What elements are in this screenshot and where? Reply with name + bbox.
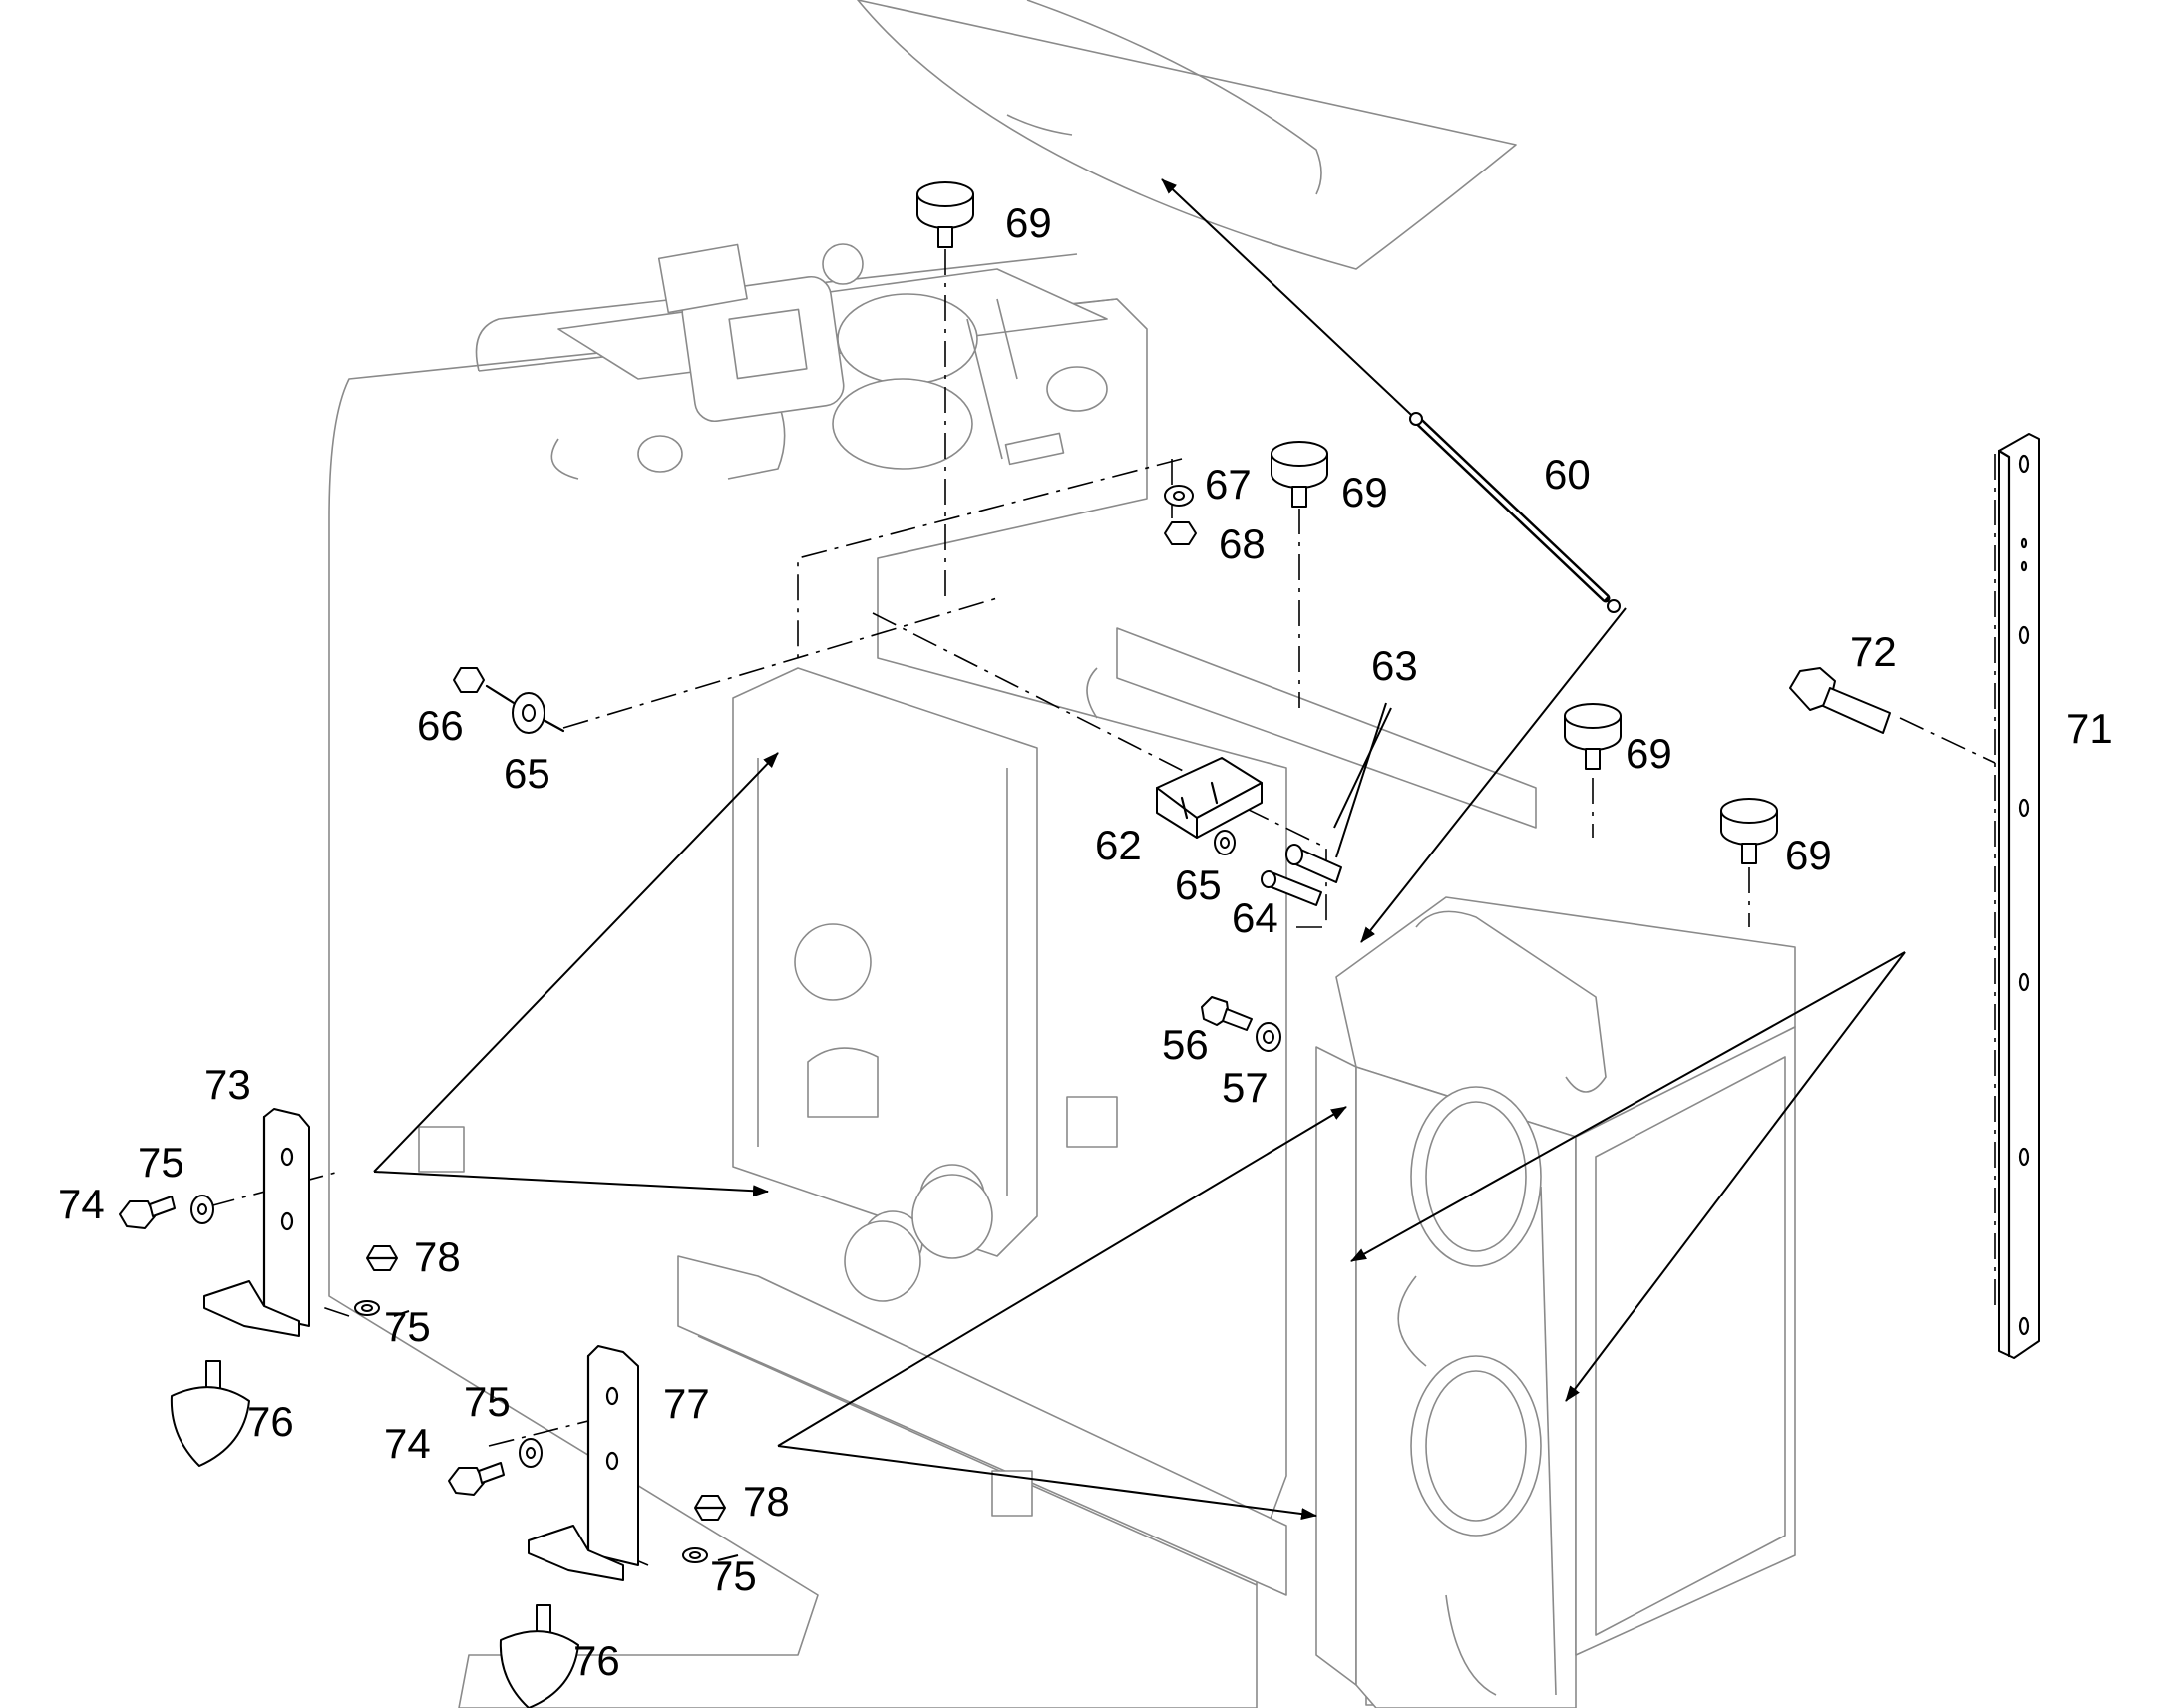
tank-assembly [328, 243, 1537, 1708]
callout-68: 68 [1219, 520, 1266, 567]
part-76-rubber-bumper [499, 1604, 579, 1708]
callout-78: 78 [414, 1233, 461, 1280]
filter-housing [1315, 896, 1796, 1708]
callout-73: 73 [204, 1061, 251, 1108]
callout-69: 69 [1341, 469, 1388, 515]
part-57-washer [1256, 1022, 1281, 1052]
part-56-bolt [1201, 996, 1253, 1031]
part-65-washer [512, 692, 545, 734]
callout-62: 62 [1095, 822, 1142, 868]
callout-67: 67 [1205, 461, 1252, 508]
callout-69: 69 [1785, 832, 1832, 878]
callout-78: 78 [743, 1478, 790, 1525]
callout-69: 69 [1005, 199, 1052, 246]
callout-74: 74 [384, 1420, 431, 1467]
callout-75: 75 [384, 1303, 431, 1350]
part-74-bolt [448, 1462, 505, 1496]
part-76-rubber-bumper [170, 1360, 250, 1467]
callout-65: 65 [1175, 861, 1222, 908]
callout-63: 63 [1371, 642, 1418, 689]
part-62-bracket-block [1156, 757, 1263, 839]
callout-69: 69 [1626, 730, 1672, 777]
part-75-washer [190, 1195, 214, 1224]
part-67-washer [1164, 485, 1194, 507]
callout-60: 60 [1544, 451, 1591, 498]
leader-arrows [373, 178, 1906, 1521]
tank-lid [857, 0, 1517, 270]
part-73-bracket [203, 1108, 310, 1337]
part-78-nut [694, 1495, 726, 1521]
callout-66: 66 [417, 702, 464, 749]
callout-77: 77 [663, 1380, 710, 1427]
part-69-knob [1564, 703, 1622, 770]
part-75-washer [519, 1438, 543, 1468]
part-72-bolt [1789, 667, 1891, 734]
callout-56: 56 [1162, 1021, 1209, 1068]
part-69-knob [1720, 798, 1778, 864]
callout-64: 64 [1232, 894, 1278, 941]
part-71-mounting-strip [1998, 433, 2040, 1359]
part-60-gas-strut [1409, 412, 1621, 613]
part-66-nut [453, 667, 485, 693]
callout-labels: 60 62 63 64 65 65 66 67 68 69 69 69 69 7… [58, 199, 2113, 1684]
callout-57: 57 [1222, 1064, 1269, 1111]
callout-74: 74 [58, 1181, 105, 1227]
part-77-bracket [528, 1345, 639, 1581]
callout-72: 72 [1850, 628, 1897, 675]
part-64-screw [1261, 870, 1322, 906]
callout-65: 65 [504, 750, 550, 797]
part-63-bolt [1285, 844, 1342, 883]
part-75-washer [354, 1300, 380, 1316]
part-65-washer [1214, 830, 1236, 855]
callout-75: 75 [710, 1552, 757, 1599]
callout-71: 71 [2066, 705, 2113, 752]
part-69-knob [1271, 441, 1328, 508]
part-68-nut [1164, 521, 1197, 545]
part-74-bolt [119, 1196, 176, 1229]
callout-76: 76 [247, 1398, 294, 1445]
callout-75: 75 [464, 1378, 511, 1425]
part-75-washer [682, 1547, 708, 1563]
callout-76: 76 [573, 1637, 620, 1684]
callout-75: 75 [138, 1139, 184, 1186]
part-78-nut [366, 1245, 398, 1271]
part-69-knob [916, 181, 974, 248]
